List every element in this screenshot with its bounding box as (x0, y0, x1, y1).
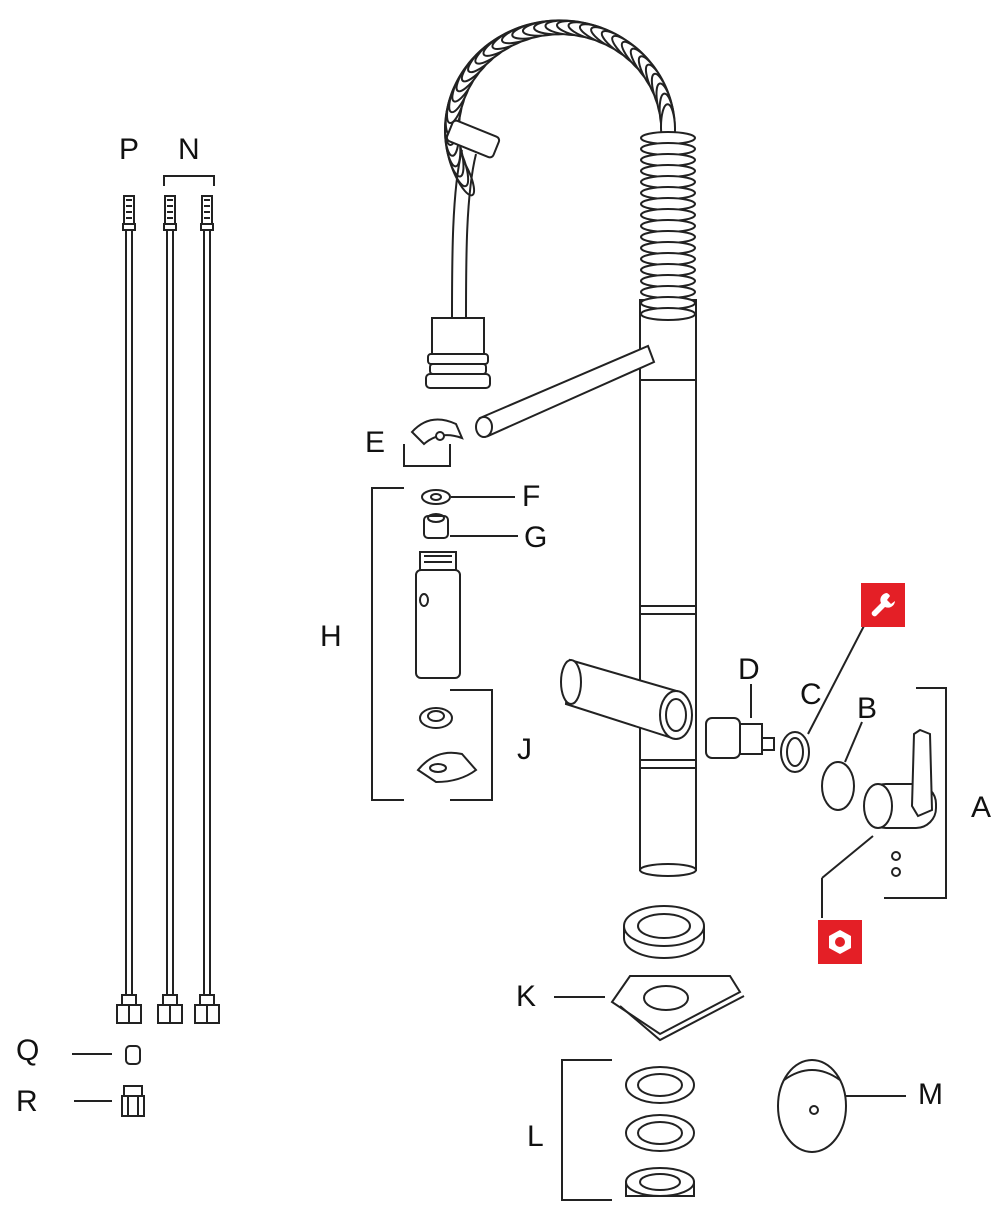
base-plate-k (610, 975, 745, 1042)
aerator-j (416, 707, 478, 784)
ring-c (780, 731, 810, 773)
label-g: G (524, 521, 548, 554)
gasket (623, 905, 705, 959)
nut-g (423, 513, 449, 539)
label-d: D (738, 653, 760, 686)
handle-a (863, 728, 937, 877)
faucet-body (639, 299, 697, 877)
spray-head (415, 551, 461, 679)
fitting-r (121, 1085, 145, 1117)
label-h: H (320, 620, 342, 653)
label-p: P (119, 133, 140, 166)
label-c: C (800, 678, 822, 711)
escutcheon-m (777, 1059, 847, 1153)
label-f: F (522, 480, 541, 513)
label-e: E (365, 426, 386, 459)
label-k: K (516, 980, 537, 1013)
hose-n-left (157, 195, 183, 1024)
label-r: R (16, 1085, 38, 1118)
a-bracket (884, 687, 947, 899)
fitting-q (125, 1045, 141, 1065)
spray-arm (475, 344, 656, 438)
l-bracket (561, 1059, 612, 1201)
label-q: Q (16, 1034, 40, 1067)
clip-e (403, 418, 464, 467)
h-bracket (371, 487, 404, 801)
spray-hose (425, 119, 501, 389)
valve-body (560, 658, 693, 740)
hex-key-icon (818, 920, 862, 964)
ring-b (821, 761, 855, 811)
washers-l (625, 1066, 695, 1197)
cartridge-d (705, 717, 775, 759)
label-b: B (857, 692, 878, 725)
label-l: L (527, 1120, 544, 1153)
j-bracket (450, 689, 493, 801)
hose-p (116, 195, 142, 1024)
n-bracket (163, 175, 215, 186)
wrench-icon (861, 583, 905, 627)
washer-f (421, 489, 451, 505)
hose-n-right (194, 195, 220, 1024)
label-m: M (918, 1078, 943, 1111)
label-j: J (517, 733, 532, 766)
label-a: A (971, 791, 992, 824)
coil-ring (640, 307, 696, 321)
label-n: N (178, 133, 200, 166)
coil-spring (443, 19, 696, 321)
